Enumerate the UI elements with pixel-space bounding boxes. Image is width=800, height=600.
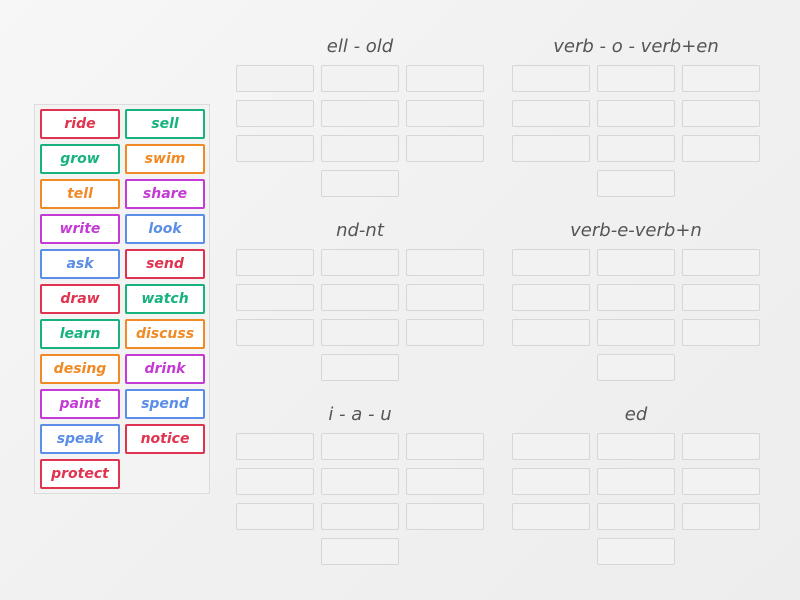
word-tile-spend[interactable]: spend <box>125 389 205 419</box>
word-tile-send[interactable]: send <box>125 249 205 279</box>
drop-slot[interactable] <box>236 249 314 276</box>
word-tile-learn[interactable]: learn <box>40 319 120 349</box>
drop-slot[interactable] <box>321 135 399 162</box>
drop-slot[interactable] <box>512 249 590 276</box>
drop-slot[interactable] <box>597 468 675 495</box>
drop-slot[interactable] <box>597 538 675 565</box>
drop-slot[interactable] <box>236 135 314 162</box>
group-title: ell - old <box>326 36 394 57</box>
drop-slot[interactable] <box>597 170 675 197</box>
drop-slot[interactable] <box>406 468 484 495</box>
drop-slot[interactable] <box>321 100 399 127</box>
group-title: ed <box>624 404 648 425</box>
word-tile-paint[interactable]: paint <box>40 389 120 419</box>
drop-slot[interactable] <box>682 319 760 346</box>
word-tile-write[interactable]: write <box>40 214 120 244</box>
drop-slot[interactable] <box>406 284 484 311</box>
drop-slot[interactable] <box>597 433 675 460</box>
drop-slot[interactable] <box>321 65 399 92</box>
word-tile-tell[interactable]: tell <box>40 179 120 209</box>
drop-slot[interactable] <box>597 284 675 311</box>
word-tile-notice[interactable]: notice <box>125 424 205 454</box>
drop-slot[interactable] <box>321 433 399 460</box>
word-tile-speak[interactable]: speak <box>40 424 120 454</box>
drop-slot[interactable] <box>236 65 314 92</box>
drop-slot[interactable] <box>512 284 590 311</box>
drop-slot[interactable] <box>406 433 484 460</box>
drop-slot[interactable] <box>597 503 675 530</box>
drop-slot[interactable] <box>406 65 484 92</box>
drop-slot[interactable] <box>236 319 314 346</box>
word-tile-ride[interactable]: ride <box>40 109 120 139</box>
word-tile-ask[interactable]: ask <box>40 249 120 279</box>
drop-slot[interactable] <box>597 354 675 381</box>
drop-slot[interactable] <box>406 100 484 127</box>
drop-slot[interactable] <box>236 284 314 311</box>
drop-slot[interactable] <box>597 319 675 346</box>
drop-slot[interactable] <box>682 433 760 460</box>
drop-slot[interactable] <box>321 249 399 276</box>
drop-slot[interactable] <box>512 100 590 127</box>
drop-slot[interactable] <box>682 284 760 311</box>
word-tile-protect[interactable]: protect <box>40 459 120 489</box>
group-title: verb - o - verb+en <box>553 36 719 57</box>
drop-slot[interactable] <box>597 249 675 276</box>
drop-slot[interactable] <box>406 319 484 346</box>
drop-slot[interactable] <box>512 319 590 346</box>
word-tile-grow[interactable]: grow <box>40 144 120 174</box>
drop-slot[interactable] <box>321 538 399 565</box>
drop-slot[interactable] <box>321 468 399 495</box>
drop-slot[interactable] <box>406 249 484 276</box>
word-tile-look[interactable]: look <box>125 214 205 244</box>
drop-slot[interactable] <box>597 135 675 162</box>
drop-slot[interactable] <box>406 503 484 530</box>
drop-slot[interactable] <box>321 319 399 346</box>
drop-slot[interactable] <box>597 100 675 127</box>
drop-slot[interactable] <box>406 135 484 162</box>
drop-slot[interactable] <box>321 284 399 311</box>
drop-slot[interactable] <box>682 468 760 495</box>
drop-slot[interactable] <box>682 135 760 162</box>
drop-slot[interactable] <box>321 354 399 381</box>
drop-slot[interactable] <box>236 433 314 460</box>
group-title: i - a - u <box>328 404 392 425</box>
drop-slot[interactable] <box>236 468 314 495</box>
group-title: verb-e-verb+n <box>570 220 702 241</box>
drop-slot[interactable] <box>512 433 590 460</box>
drop-slot[interactable] <box>512 135 590 162</box>
word-tile-watch[interactable]: watch <box>125 284 205 314</box>
word-tile-sell[interactable]: sell <box>125 109 205 139</box>
word-tile-drink[interactable]: drink <box>125 354 205 384</box>
drop-slot[interactable] <box>512 503 590 530</box>
word-tile-discuss[interactable]: discuss <box>125 319 205 349</box>
drop-slot[interactable] <box>682 249 760 276</box>
drop-slot[interactable] <box>682 503 760 530</box>
group-title: nd-nt <box>336 220 384 241</box>
drop-slot[interactable] <box>512 468 590 495</box>
word-tile-swim[interactable]: swim <box>125 144 205 174</box>
drop-slot[interactable] <box>512 65 590 92</box>
drop-slot[interactable] <box>682 100 760 127</box>
word-tile-share[interactable]: share <box>125 179 205 209</box>
drop-slot[interactable] <box>236 503 314 530</box>
drop-slot[interactable] <box>597 65 675 92</box>
drop-slot[interactable] <box>236 100 314 127</box>
drop-slot[interactable] <box>321 170 399 197</box>
word-tile-draw[interactable]: draw <box>40 284 120 314</box>
word-tile-desing[interactable]: desing <box>40 354 120 384</box>
drop-slot[interactable] <box>321 503 399 530</box>
drop-slot[interactable] <box>682 65 760 92</box>
